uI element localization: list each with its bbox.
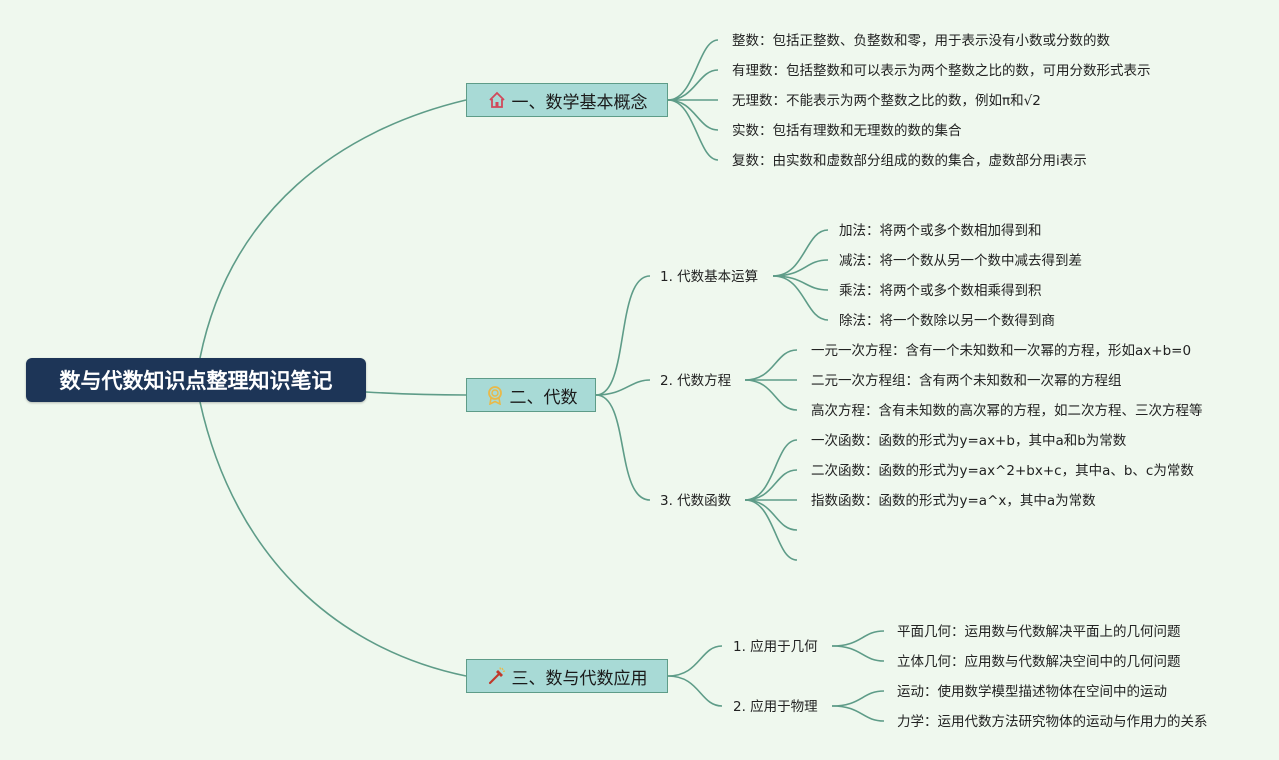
leaf-division[interactable]: 除法：将一个数除以另一个数得到商 — [839, 313, 1055, 329]
connector-s21-leaf-3 — [772, 275, 829, 291]
leaf-addition[interactable]: 加法：将两个或多个数相加得到和 — [839, 223, 1042, 239]
leaf-linear-equation[interactable]: 一元一次方程：含有一个未知数和一次幂的方程，形如ax+b=0 — [811, 343, 1192, 359]
connector-s21-leaf-2 — [772, 259, 829, 277]
leaf-linear-system[interactable]: 二元一次方程组：含有两个未知数和一次幂的方程组 — [811, 373, 1122, 389]
connector-b2-sub-3 — [595, 394, 651, 501]
branch-algebra[interactable]: 二、代数 — [466, 378, 596, 412]
connector-s32-leaf-2 — [831, 705, 885, 722]
connector-s21-leaf-4 — [772, 275, 829, 321]
house-icon — [487, 90, 507, 110]
branch-applications[interactable]: 三、数与代数应用 — [466, 659, 668, 693]
root-topic[interactable]: 数与代数知识点整理知识笔记 — [26, 358, 366, 402]
sub-geometry[interactable]: 1. 应用于几何 — [733, 639, 818, 655]
leaf-plane-geometry[interactable]: 平面几何：运用数与代数解决平面上的几何问题 — [897, 624, 1181, 640]
sub-physics[interactable]: 2. 应用于物理 — [733, 699, 818, 715]
leaf-mechanics[interactable]: 力学：运用代数方法研究物体的运动与作用力的关系 — [897, 714, 1208, 730]
connector-b1-leaf-1 — [667, 39, 719, 101]
branch-basic-concepts[interactable]: 一、数学基本概念 — [466, 83, 668, 117]
connector-root-branch-1 — [199, 99, 467, 359]
connector-s21-leaf-1 — [772, 229, 829, 277]
leaf-irrationals[interactable]: 无理数：不能表示为两个整数之比的数，例如π和√2 — [732, 93, 1041, 109]
connector-s23-leaf-1 — [744, 439, 798, 501]
connector-b3-sub-2 — [667, 675, 723, 707]
connector-s22-leaf-1 — [744, 349, 798, 381]
connector-b2-sub-2 — [595, 379, 651, 396]
tools-icon — [487, 666, 507, 686]
leaf-motion[interactable]: 运动：使用数学模型描述物体在空间中的运动 — [897, 684, 1167, 700]
leaf-higher-degree[interactable]: 高次方程：含有未知数的高次幂的方程，如二次方程、三次方程等 — [811, 403, 1203, 419]
connector-s23-leaf-4 — [744, 499, 798, 531]
branch-label: 一、数学基本概念 — [511, 92, 648, 113]
connector-b1-leaf-2 — [667, 69, 719, 101]
connector-s31-leaf-1 — [831, 630, 885, 647]
leaf-integers[interactable]: 整数：包括正整数、负整数和零，用于表示没有小数或分数的数 — [732, 33, 1110, 49]
leaf-reals[interactable]: 实数：包括有理数和无理数的数的集合 — [732, 123, 962, 139]
sub-basic-operations[interactable]: 1. 代数基本运算 — [660, 269, 759, 285]
connector-s23-leaf-2 — [744, 469, 798, 501]
branch-label: 二、代数 — [509, 387, 578, 408]
sub-functions[interactable]: 3. 代数函数 — [660, 493, 732, 509]
connector-b3-sub-1 — [667, 645, 723, 677]
leaf-exponential-function[interactable]: 指数函数：函数的形式为y=a^x，其中a为常数 — [811, 493, 1096, 509]
leaf-quadratic-function[interactable]: 二次函数：函数的形式为y=ax^2+bx+c，其中a、b、c为常数 — [811, 463, 1194, 479]
leaf-multiplication[interactable]: 乘法：将两个或多个数相乘得到积 — [839, 283, 1042, 299]
award-icon — [485, 385, 505, 405]
leaf-subtraction[interactable]: 减法：将一个数从另一个数中减去得到差 — [839, 253, 1082, 269]
connector-s32-leaf-1 — [831, 690, 885, 707]
connector-s23-leaf-5 — [744, 499, 798, 561]
leaf-complex[interactable]: 复数：由实数和虚数部分组成的数的集合，虚数部分用i表示 — [732, 153, 1087, 169]
root-title: 数与代数知识点整理知识笔记 — [59, 369, 333, 393]
leaf-solid-geometry[interactable]: 立体几何：应用数与代数解决空间中的几何问题 — [897, 654, 1181, 670]
branch-label: 三、数与代数应用 — [511, 668, 648, 689]
connector-b1-leaf-5 — [667, 99, 719, 161]
connector-s31-leaf-2 — [831, 645, 885, 662]
connector-root-branch-3 — [199, 401, 467, 677]
connector-root-branch-2 — [365, 391, 467, 396]
connector-b2-sub-1 — [595, 275, 651, 396]
leaf-linear-function[interactable]: 一次函数：函数的形式为y=ax+b，其中a和b为常数 — [811, 433, 1127, 449]
sub-equations[interactable]: 2. 代数方程 — [660, 373, 732, 389]
leaf-rationals[interactable]: 有理数：包括整数和可以表示为两个整数之比的数，可用分数形式表示 — [732, 63, 1151, 79]
connector-s22-leaf-3 — [744, 379, 798, 411]
